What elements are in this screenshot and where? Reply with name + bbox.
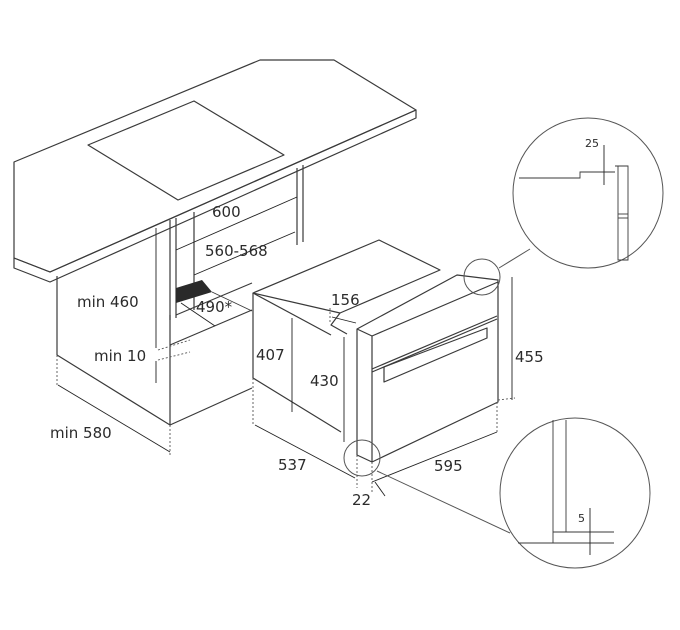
label-min-gap: min 10 <box>94 347 147 365</box>
label-detail-top: 25 <box>585 137 599 150</box>
label-side-height: 407 <box>256 346 285 364</box>
label-detail-bottom: 5 <box>578 512 585 525</box>
label-door-offset: 22 <box>352 491 372 509</box>
label-min-depth: min 580 <box>50 424 112 442</box>
label-body-height: 430 <box>310 372 339 390</box>
detail-callout-top <box>463 117 664 296</box>
hob-cutout <box>87 100 285 201</box>
label-top-step: 156 <box>331 291 360 309</box>
label-front-width: 595 <box>434 457 463 475</box>
label-width-inner: 560-568 <box>205 242 268 260</box>
label-width-outer: 600 <box>212 203 241 221</box>
detail-callout-bottom <box>343 417 651 569</box>
label-depth: 537 <box>278 456 307 474</box>
oven <box>252 239 499 463</box>
vent-slot <box>176 280 212 303</box>
countertop <box>13 59 417 283</box>
label-vent-depth: 490* <box>196 298 233 316</box>
oven-dimensions <box>252 277 516 497</box>
label-min-height: min 460 <box>77 293 139 311</box>
cabinet-dimensions <box>56 196 298 455</box>
label-front-height: 455 <box>515 348 544 366</box>
